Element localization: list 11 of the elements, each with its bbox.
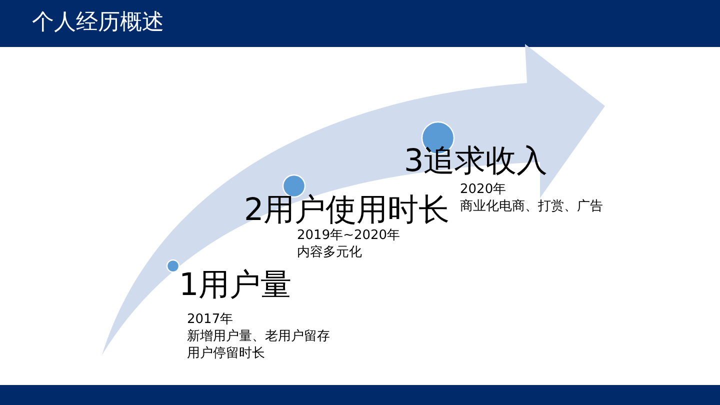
milestone-title: 1用户量 xyxy=(179,268,292,302)
year-text: 2020年 xyxy=(460,181,508,198)
description-text: 内容多元化 xyxy=(297,244,363,261)
description-text: 新增用户量、老用户留存 xyxy=(187,328,330,345)
description-text: 用户停留时长 xyxy=(187,345,266,362)
slide-title: 个人经历概述 xyxy=(32,9,164,37)
year-text: 2017年 xyxy=(187,311,234,328)
milestone-title: 3追求收入 xyxy=(404,144,548,178)
year-text: 2019年~2020年 xyxy=(297,227,400,244)
description-text: 商业化电商、打赏、广告 xyxy=(460,198,603,215)
milestone-title: 2用户使用时长 xyxy=(244,193,450,227)
